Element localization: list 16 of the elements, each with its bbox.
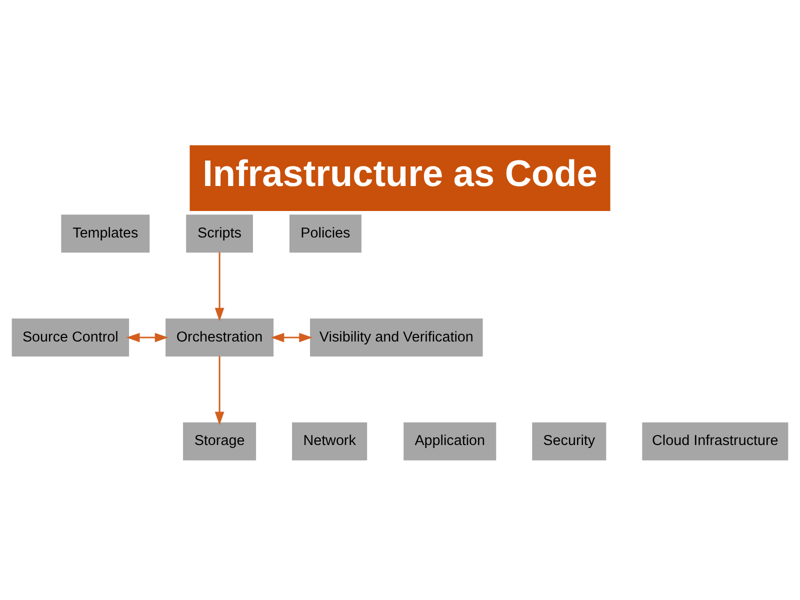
arrow bbox=[214, 356, 224, 425]
node-box: Storage bbox=[183, 422, 256, 460]
node-box: Orchestration bbox=[166, 318, 274, 356]
node-box: Source Control bbox=[12, 318, 130, 356]
node-box: Cloud Infrastructure bbox=[642, 422, 788, 460]
arrow bbox=[270, 332, 312, 342]
node-box: Network bbox=[292, 422, 368, 460]
node-box: Security bbox=[532, 422, 606, 460]
node-box: Templates bbox=[61, 214, 150, 252]
diagram-title: Infrastructure as Code bbox=[202, 152, 598, 194]
node-box: Visibility and Verification bbox=[310, 318, 483, 356]
arrow bbox=[126, 332, 168, 342]
arrow bbox=[214, 252, 224, 321]
node-box: Application bbox=[404, 422, 496, 460]
node-box: Scripts bbox=[186, 214, 253, 252]
node-box: Policies bbox=[289, 214, 362, 252]
